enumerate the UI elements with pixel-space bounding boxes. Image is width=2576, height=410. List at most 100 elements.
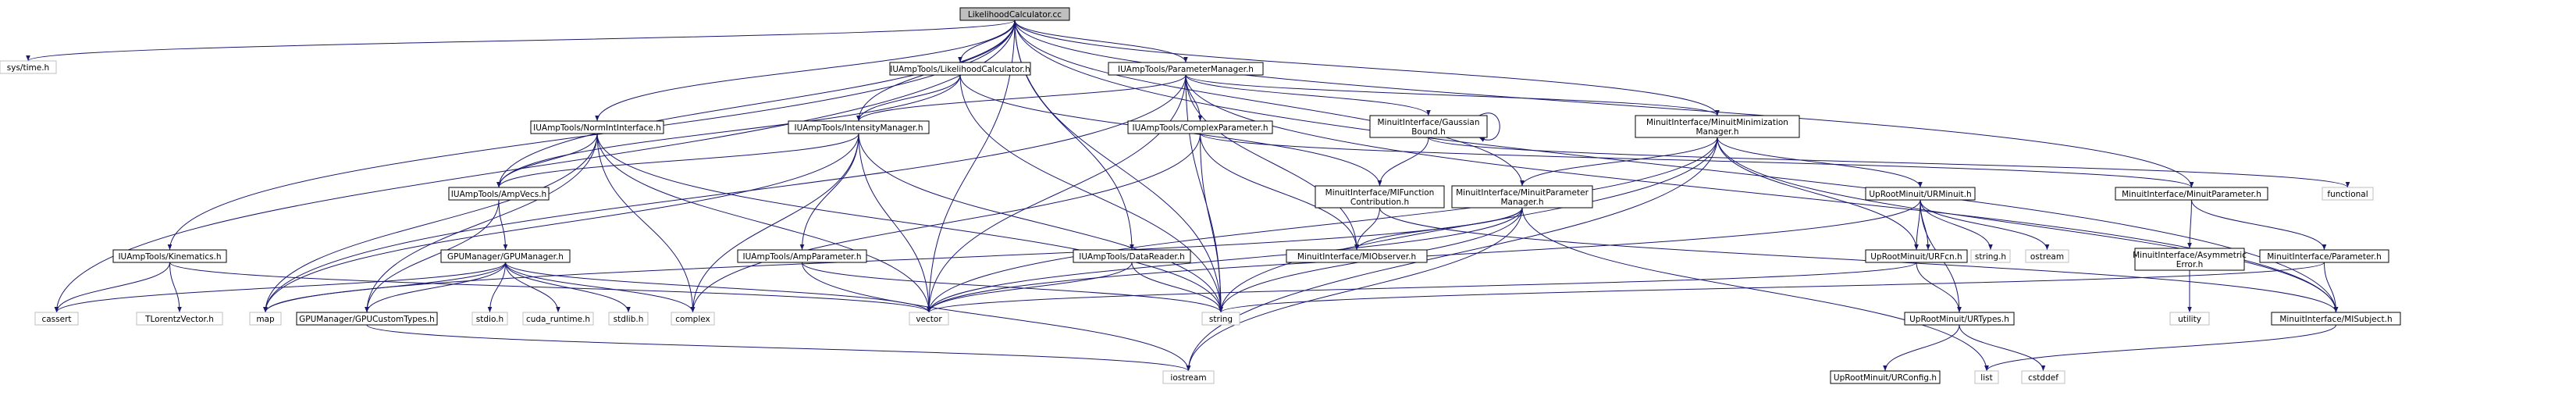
node-label: UpRootMinuit/URFcn.h [1870,252,1962,262]
edge-lcalc-to-iman [856,74,961,122]
node-box [448,187,550,201]
edge-root-to-misubject [1014,20,2339,313]
node-pman[interactable]: IUAmpTools/ParameterManager.h [1108,62,1264,76]
edge-kine-to-tlv [169,262,182,313]
node-iostream[interactable]: iostream [1162,370,1215,384]
node-cstddef[interactable]: cstddef [2021,370,2065,384]
node-box [1904,312,2015,326]
node-lcalc[interactable]: IUAmpTools/LikelihoodCalculator.h [889,62,1031,76]
edge-nii-to-ampvecs [496,133,598,188]
node-label: functional [2327,190,2368,199]
node-label: UpRootMinuit/URTypes.h [1909,315,2009,324]
node-gpucustom[interactable]: GPUManager/GPUCustomTypes.h [296,312,438,326]
edge-urfcn-to-vector [927,262,1917,313]
edge-mmm-to-mpm [1520,137,1718,187]
edge-mmm-to-urfcn [1717,137,1919,251]
node-label: IUAmpTools/AmpVecs.h [451,190,546,199]
node-kine[interactable]: IUAmpTools/Kinematics.h [112,249,227,263]
node-tlv[interactable]: TLorentzVector.h [136,312,223,326]
node-label: vector [916,315,942,324]
node-stdlib[interactable]: stdlib.h [608,312,649,326]
node-datareader[interactable]: IUAmpTools/DataReader.h [1073,249,1191,263]
node-parameter[interactable]: MinuitInterface/Parameter.h [2259,249,2389,263]
node-root[interactable]: LikelihoodCalculator.cc [959,7,1070,21]
node-label: complex [675,315,710,324]
edge-compp-to-miobs [1200,133,1359,251]
edge-nii-to-gpucustom [365,133,598,313]
edge-root-to-cassert [54,20,1016,313]
node-urminuit[interactable]: UpRootMinuit/URMinuit.h [1865,187,1976,201]
node-label: IUAmpTools/LikelihoodCalculator.h [890,65,1030,74]
edge-kine-to-vector [169,262,931,313]
node-vector[interactable]: vector [909,312,949,326]
node-list[interactable]: list [1974,370,1999,384]
node-box [1286,249,1428,263]
edge-nii-to-map [263,133,598,313]
node-label: map [256,315,275,324]
node-box [889,62,1031,76]
node-label: IUAmpTools/AmpParameter.h [743,252,862,262]
node-label: MinuitInterface/MIObserver.h [1297,252,1416,262]
edge-root-to-nii [595,20,1016,122]
edge-compp-to-string [1200,133,1223,313]
edge-urfcn-to-urtypes [1916,262,1962,313]
node-complex[interactable]: complex [671,312,715,326]
node-box [608,312,649,326]
node-label: MinuitInterface/Gaussian [1377,118,1479,127]
node-gpuman[interactable]: GPUManager/GPUManager.h [440,249,571,263]
node-ampvecs[interactable]: IUAmpTools/AmpVecs.h [448,187,550,201]
node-minparam[interactable]: MinuitInterface/MinuitParameter.h [2115,187,2268,201]
node-stdio[interactable]: stdio.h [471,312,508,326]
edge-mmm-to-urminuit [1717,137,1923,188]
node-urconfig[interactable]: UpRootMinuit/URConfig.h [1830,370,1941,384]
node-map[interactable]: map [249,312,282,326]
node-iman[interactable]: IUAmpTools/IntensityManager.h [788,120,930,134]
node-urtypes[interactable]: UpRootMinuit/URTypes.h [1904,312,2015,326]
node-label: IUAmpTools/IntensityManager.h [794,123,923,133]
node-misubject[interactable]: MinuitInterface/MISubject.h [2271,312,2401,326]
edge-gaussb-to-mifunc [1377,137,1429,187]
edge-kine-to-cassert [54,262,170,313]
node-mmm[interactable]: MinuitInterface/MinuitMinimizationManage… [1635,115,1800,138]
edge-urminuit-to-algorithm [1920,199,1930,251]
node-stringh[interactable]: string.h [1970,249,2011,263]
node-box [2322,187,2374,201]
node-urfcn[interactable]: UpRootMinuit/URFcn.h [1865,249,1968,263]
edge-root-to-datareader [1014,20,1134,251]
node-nii[interactable]: IUAmpTools/NormIntInterface.h [530,120,664,134]
node-label: cstddef [2028,373,2058,383]
node-box [1635,115,1800,138]
node-ostream[interactable]: ostream [2025,249,2069,263]
edge-parameter-to-string [1219,262,2325,313]
node-cuda[interactable]: cuda_runtime.h [522,312,594,326]
node-label: IUAmpTools/NormIntInterface.h [533,123,661,133]
node-utility[interactable]: utility [2169,312,2210,326]
edge-pman-to-miobs [1185,74,1359,251]
node-box [2115,187,2268,201]
node-compp[interactable]: IUAmpTools/ComplexParameter.h [1127,120,1273,134]
node-label: MinuitInterface/MIFunction [1325,188,1435,198]
node-ampparam[interactable]: IUAmpTools/AmpParameter.h [737,249,867,263]
node-cassert[interactable]: cassert [34,312,79,326]
edge-gpuman-to-complex [505,262,696,313]
node-label: MinuitInterface/Asymmetric [2133,251,2247,260]
edge-ampparam-to-iostream [802,262,1191,372]
edge-nii-to-vector [596,133,931,313]
node-miobs[interactable]: MinuitInterface/MIObserver.h [1286,249,1428,263]
node-systime[interactable]: sys/time.h [0,60,57,74]
edge-gpuman-to-cuda [505,262,560,313]
node-box [1315,185,1445,209]
edge-datareader-to-vector [927,262,1133,313]
node-string[interactable]: string [1201,312,1240,326]
node-label: UpRootMinuit/URMinuit.h [1869,190,1971,199]
edge-pman-to-iman [856,74,1187,122]
node-box [1162,370,1215,384]
edge-mmm-to-vector [927,137,1718,313]
node-functional[interactable]: functional [2322,187,2374,201]
node-box [959,7,1070,21]
node-box [440,249,571,263]
